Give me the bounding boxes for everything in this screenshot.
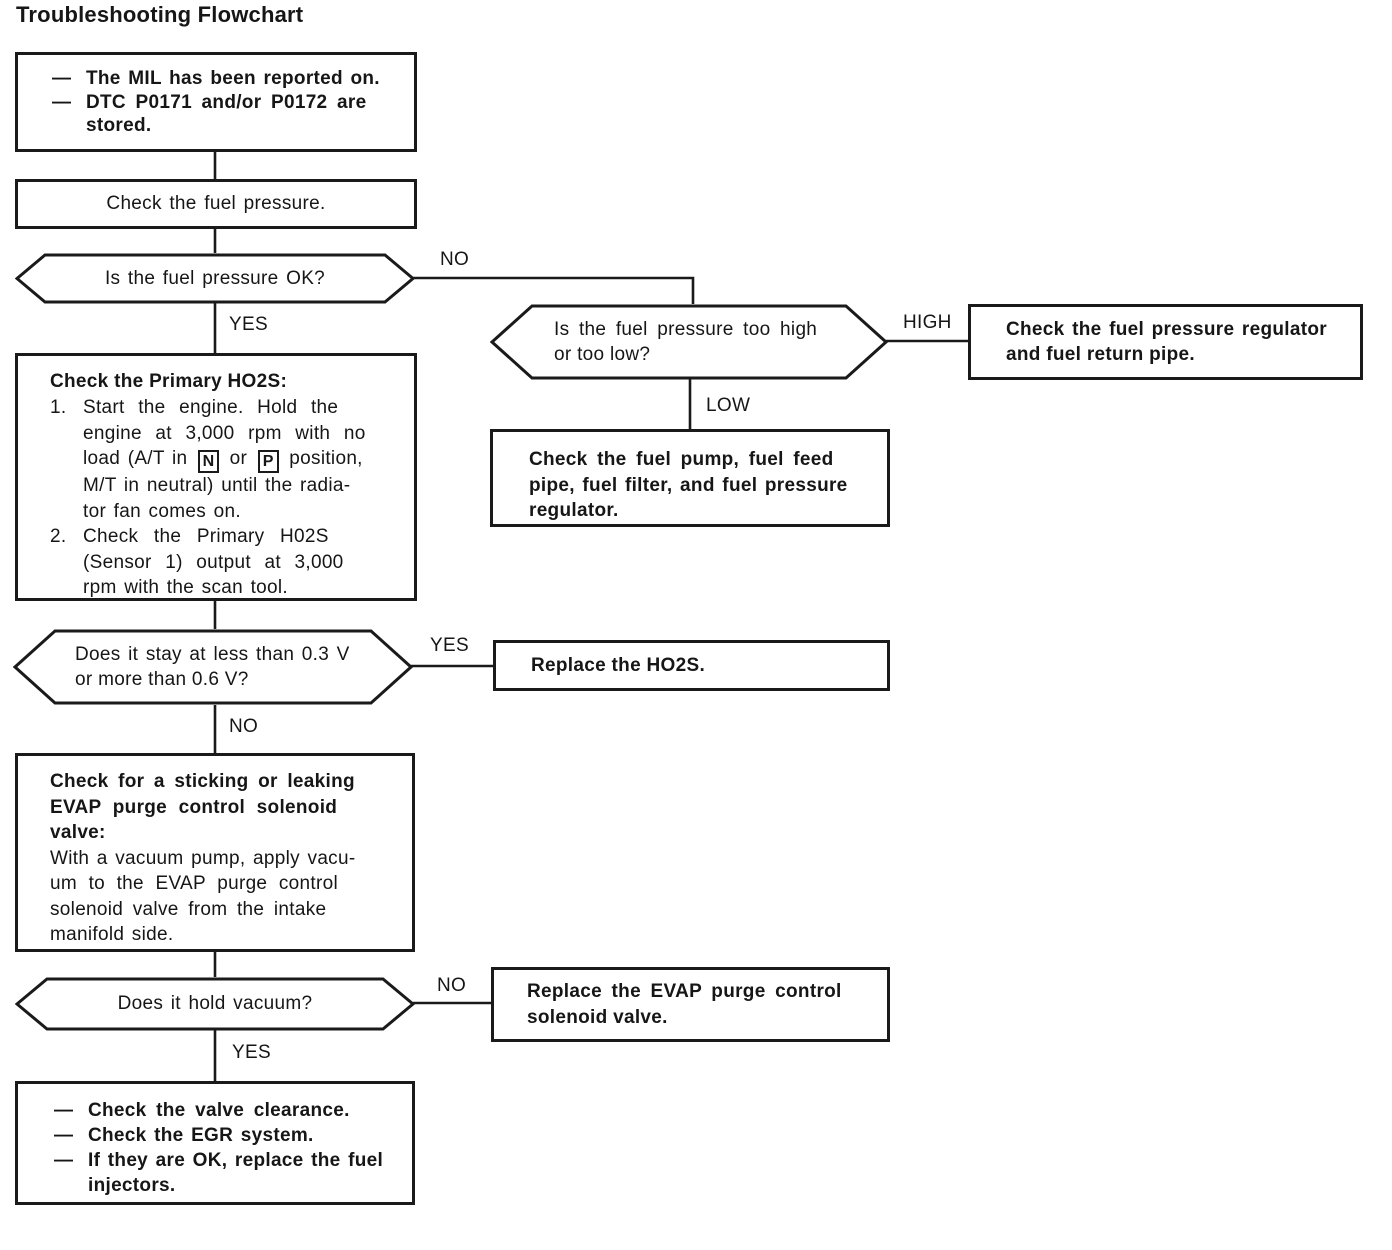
node-check-evap-valve: Check for a sticking or leaking EVAP pur… (15, 753, 415, 952)
decision-text-wrap: Is the fuel pressure too high or too low… (490, 304, 888, 380)
decision-text-wrap: Is the fuel pressure OK? (15, 253, 415, 304)
node-replace-ho2s: Replace the HO2S. (493, 640, 890, 691)
symptom-text: DTC P0171 and/or P0172 are (86, 91, 367, 113)
node-text: regulator. (529, 500, 619, 521)
node-heading-line: EVAP purge control solenoid (50, 796, 338, 818)
step-line: tor fan comes on. (83, 500, 241, 522)
decision-pressure-high-low: Is the fuel pressure too high or too low… (490, 304, 888, 380)
final-check-row: injectors. (54, 1173, 406, 1198)
step-line: Check the Primary H02S (83, 526, 329, 547)
dash-bullet: — (52, 91, 72, 113)
dash-bullet: — (54, 1100, 74, 1121)
node-text: Check the fuel pressure. (106, 193, 326, 214)
branch-label-yes: YES (430, 635, 469, 656)
decision-text: Is the fuel pressure OK? (104, 267, 326, 289)
dash-spacer (54, 1173, 88, 1198)
decision-fuel-pressure-ok: Is the fuel pressure OK? (15, 253, 415, 304)
step-text: Check the Primary H02S (Sensor 1) output… (83, 524, 408, 601)
node-final-checks: — Check the valve clearance. — Check the… (15, 1081, 415, 1205)
dash-bullet: — (52, 68, 72, 89)
symptom-text: stored. (86, 115, 152, 136)
step-line: (Sensor 1) output at 3,000 (83, 551, 344, 573)
node-text: Check the fuel pressure regulator (1006, 318, 1327, 340)
node-text: Replace the HO2S. (531, 654, 706, 676)
node-text: Check the fuel pump, fuel feed (529, 449, 834, 470)
connector-hex1-no-to-hex2 (413, 276, 695, 304)
symptom-row: stored. (52, 114, 408, 138)
step-line: rpm with the scan tool. (83, 577, 288, 598)
decision-text: or more than 0.6 V? (75, 669, 249, 690)
step-line-segment: load (A/T in (83, 448, 188, 469)
dash-bullet: — (54, 1150, 74, 1171)
node-check-fuel-pressure: Check the fuel pressure. (15, 179, 417, 229)
branch-label-high: HIGH (903, 312, 952, 333)
final-check-row: — Check the EGR system. (54, 1123, 406, 1148)
step-line: engine at 3,000 rpm with no (83, 422, 366, 444)
node-text: Replace the EVAP purge control (527, 981, 842, 1002)
branch-label-no: NO (229, 716, 259, 737)
final-check-row: — If they are OK, replace the fuel (54, 1148, 406, 1173)
final-check-text: If they are OK, replace the fuel (88, 1150, 384, 1171)
decision-text: Does it hold vacuum? (117, 993, 313, 1014)
step-2: 2. Check the Primary H02S (Sensor 1) out… (50, 524, 408, 601)
node-body-line: um to the EVAP purge control (50, 873, 339, 894)
step-line: load (A/T in N or P position, (83, 446, 408, 473)
node-body-line: With a vacuum pump, apply vacu- (50, 847, 356, 869)
node-text: and fuel return pipe. (1006, 344, 1195, 365)
node-heading-line: valve: (50, 822, 106, 843)
hexagon-shape (13, 629, 413, 705)
step-line: M/T in neutral) until the radia- (83, 475, 351, 496)
page-title: Troubleshooting Flowchart (16, 2, 304, 27)
final-check-text: Check the valve clearance. (88, 1100, 350, 1121)
branch-label-no: NO (440, 249, 470, 270)
final-check-text: Check the EGR system. (88, 1125, 314, 1146)
decision-text-wrap: Does it hold vacuum? (15, 977, 415, 1031)
node-text: pipe, fuel filter, and fuel pressure (529, 474, 848, 496)
gear-position-n-key: N (198, 450, 220, 473)
branch-label-yes: YES (229, 314, 268, 335)
step-number: 2. (50, 526, 67, 547)
final-check-text: injectors. (88, 1175, 176, 1196)
step-number: 1. (50, 397, 67, 418)
node-body-line: solenoid valve from the intake (50, 898, 327, 920)
node-check-regulator: Check the fuel pressure regulator and fu… (968, 304, 1363, 380)
step-text: Start the engine. Hold the engine at 3,0… (83, 395, 408, 524)
decision-hold-vacuum: Does it hold vacuum? (15, 977, 415, 1031)
branch-label-no: NO (437, 975, 467, 996)
node-text: solenoid valve. (527, 1006, 668, 1028)
hexagon-shape (15, 253, 415, 304)
step-line: Start the engine. Hold the (83, 397, 339, 418)
symptom-row: — DTC P0171 and/or P0172 are (52, 91, 408, 115)
final-check-row: — Check the valve clearance. (54, 1098, 406, 1123)
branch-label-yes: YES (232, 1042, 271, 1063)
gear-position-p-key: P (257, 450, 279, 473)
decision-voltage-range: Does it stay at less than 0.3 V or more … (13, 629, 413, 705)
hexagon-shape (15, 977, 415, 1031)
symptom-text: The MIL has been reported on. (86, 68, 380, 89)
step-1: 1. Start the engine. Hold the engine at … (50, 395, 408, 524)
hexagon-shape (490, 304, 888, 380)
node-heading: Check the Primary HO2S: (50, 371, 288, 392)
node-body-line: manifold side. (50, 924, 174, 945)
node-heading-line: Check for a sticking or leaking (50, 771, 355, 792)
dash-bullet: — (54, 1125, 74, 1146)
node-replace-evap-valve: Replace the EVAP purge control solenoid … (491, 967, 890, 1042)
branch-label-low: LOW (706, 395, 751, 416)
node-check-primary-ho2s: Check the Primary HO2S: 1. Start the eng… (15, 353, 417, 601)
node-symptoms: — The MIL has been reported on. — DTC P0… (15, 52, 417, 152)
step-line-segment: position, (289, 448, 363, 469)
symptom-row: — The MIL has been reported on. (52, 67, 408, 91)
step-line-segment: or (229, 448, 248, 469)
decision-text-wrap: Does it stay at less than 0.3 V or more … (13, 629, 413, 705)
decision-text: Does it stay at less than 0.3 V (75, 643, 350, 665)
decision-text: or too low? (554, 344, 651, 365)
node-check-pump: Check the fuel pump, fuel feed pipe, fue… (490, 429, 890, 527)
decision-text: Is the fuel pressure too high (554, 318, 818, 340)
dash-spacer (52, 114, 86, 138)
